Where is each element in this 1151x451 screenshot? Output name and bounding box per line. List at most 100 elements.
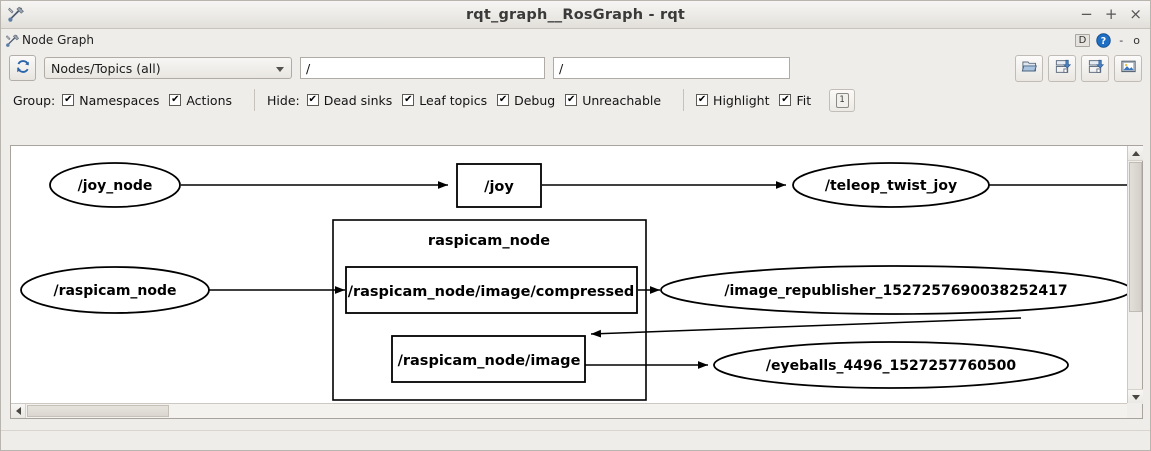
save-as-svg-button[interactable] [1081,54,1109,82]
graph-toolbar: Nodes/Topics (all) / / [1,51,1150,85]
save-dot-icon [1054,58,1071,78]
graph-node-eyeballs[interactable]: /eyeballs_4496_1527257760500 [713,341,1069,389]
scroll-left-button[interactable] [11,404,26,418]
svg-text:?: ? [1101,35,1106,46]
graph-node-eyeballs-label: /eyeballs_4496_1527257760500 [766,358,1016,374]
maximize-button[interactable]: + [1104,5,1118,23]
folder-open-icon [1021,58,1038,78]
checkbox-fit-box: ✔ [779,94,792,106]
graph-node-eyeballs-shape [713,341,1069,389]
cluster-raspicam-node [332,219,647,401]
graph-node-image-republisher-label: /image_republisher_1527257690038252417 [724,283,1067,299]
fit-in-view-button[interactable]: 1 [829,88,856,112]
graph-canvas[interactable]: raspicam_node /joy_node /joy [10,145,1143,419]
tools-icon [7,5,25,23]
ros-graph-svg: raspicam_node /joy_node /joy [20,162,1128,401]
graph-node-joy-node-shape [49,162,181,208]
tools-icon [5,33,20,48]
checkbox-leaf-topics[interactable]: ✔ Leaf topics [402,93,487,108]
checkbox-dead-sinks-box: ✔ [306,94,319,106]
save-svg-icon [1087,58,1104,78]
minimize-button[interactable]: − [1080,5,1093,23]
graph-node-teleop-twist-joy-label: /teleop_twist_joy [825,178,957,194]
graph-node-image-topic-label: /raspicam_node/image [398,353,581,369]
checkbox-namespaces-label: Namespaces [79,92,160,108]
checkbox-namespaces-box: ✔ [62,94,75,106]
graph-node-raspicam-node[interactable]: /raspicam_node [20,266,210,314]
scroll-up-arrow-icon [1131,150,1140,156]
graph-mode-select[interactable]: Nodes/Topics (all) [44,57,292,79]
graph-node-compressed-topic-label: /raspicam_node/image/compressed [348,284,635,300]
help-icon[interactable]: ? [1096,32,1111,48]
float-panel-button[interactable]: - [1119,33,1124,47]
graph-node-raspicam-node-shape [20,266,210,314]
cluster-label: raspicam_node [428,233,550,249]
graph-node-image-republisher[interactable]: /image_republisher_1527257690038252417 [660,265,1128,315]
checkbox-highlight-label: Highlight [713,92,770,108]
graph-node-compressed-topic[interactable]: /raspicam_node/image/compressed [345,266,638,314]
export-buttons [1015,54,1142,82]
close-panel-button[interactable]: o [1133,33,1140,47]
node-filter-input[interactable]: / [553,57,790,79]
refresh-icon [15,59,31,78]
checkbox-leaf-topics-box: ✔ [402,94,415,106]
status-bar [1,430,1150,450]
graph-node-image-topic-shape [391,335,586,383]
checkbox-debug-box: ✔ [497,94,510,106]
edge-republisher-to-image [590,317,1022,338]
save-image-icon [1120,58,1137,78]
checkbox-highlight[interactable]: ✔ Highlight [696,93,769,108]
graph-node-compressed-topic-shape [345,266,638,314]
refresh-button[interactable] [9,55,36,81]
checkbox-highlight-box: ✔ [696,94,709,106]
save-image-button[interactable] [1114,54,1142,82]
topic-filter-input[interactable]: / [300,57,545,79]
fit-in-view-label: 1 [835,92,849,108]
checkbox-unreachable-box: ✔ [565,94,578,106]
graph-vertical-scrollbar[interactable] [1127,146,1143,404]
graph-node-image-republisher-shape [660,265,1128,315]
checkbox-actions[interactable]: ✔ Actions [169,93,232,108]
load-dot-button[interactable] [1015,54,1043,82]
graph-node-image-topic[interactable]: /raspicam_node/image [391,335,586,383]
window-title: rqt_graph__RosGraph - rqt [465,6,686,23]
graph-node-joy-node[interactable]: /joy_node [49,162,181,208]
checkbox-leaf-topics-label: Leaf topics [419,92,488,108]
window-controls: − + × [1080,1,1142,28]
horizontal-scrollbar-thumb[interactable] [27,405,169,417]
checkbox-fit-label: Fit [796,92,812,108]
vertical-scrollbar-thumb[interactable] [1129,162,1142,312]
graph-options-bar: Group: ✔ Namespaces ✔ Actions Hide: ✔ De… [1,85,1150,115]
topic-filter-value: / [306,60,311,76]
graph-horizontal-scrollbar[interactable] [11,403,1128,418]
checkbox-unreachable[interactable]: ✔ Unreachable [565,93,661,108]
hide-label: Hide: [267,92,300,108]
panel-header-controls: D ? - o [1074,29,1142,51]
chevron-down-icon [276,67,284,72]
graph-node-teleop-twist-joy-shape [792,162,990,208]
dock-button[interactable]: D [1074,33,1091,47]
checkbox-dead-sinks[interactable]: ✔ Dead sinks [306,93,392,108]
graph-node-joy-topic[interactable]: /joy [456,163,542,208]
scroll-left-arrow-icon [15,407,21,415]
checkbox-fit[interactable]: ✔ Fit [779,93,811,108]
options-divider-2 [683,89,685,111]
options-divider-1 [254,89,256,111]
graph-mode-value: Nodes/Topics (all) [51,60,161,76]
checkbox-namespaces[interactable]: ✔ Namespaces [62,93,159,108]
node-filter-value: / [559,60,564,76]
checkbox-debug-label: Debug [514,92,556,108]
graph-node-raspicam-node-label: /raspicam_node [53,283,176,299]
graph-node-joy-topic-label: /joy [484,179,514,195]
scroll-up-button[interactable] [1128,146,1143,161]
close-button[interactable]: × [1129,5,1142,23]
graph-node-teleop-twist-joy[interactable]: /teleop_twist_joy [792,162,990,208]
group-label: Group: [13,92,56,108]
graph-viewport[interactable]: raspicam_node /joy_node /joy [11,146,1128,404]
save-dot-button[interactable] [1048,54,1076,82]
panel-title: Node Graph [22,33,94,47]
scroll-down-button[interactable] [1128,389,1143,404]
checkbox-actions-box: ✔ [169,94,182,106]
checkbox-debug[interactable]: ✔ Debug [497,93,555,108]
